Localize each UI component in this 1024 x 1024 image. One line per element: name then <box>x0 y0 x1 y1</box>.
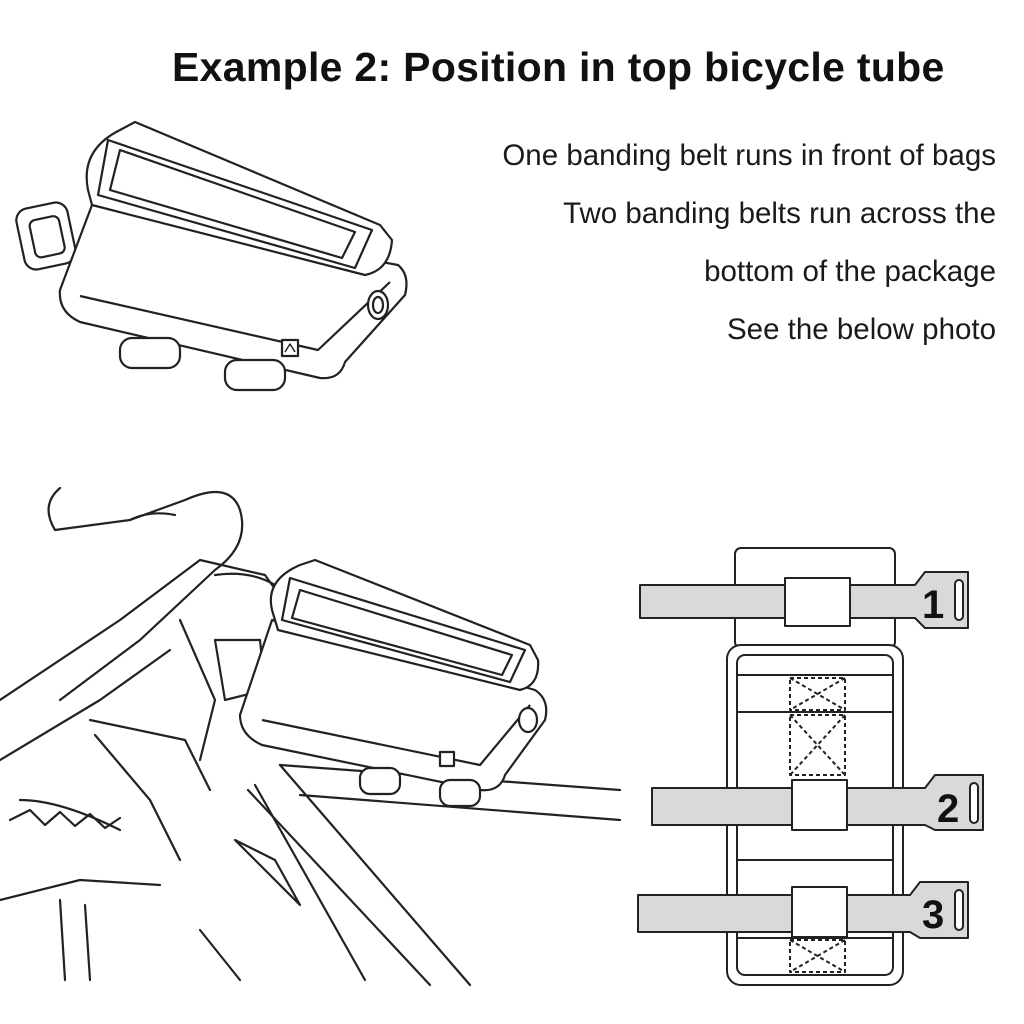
installed-bag-lid <box>269 558 540 692</box>
bag-bottom-view <box>726 644 904 986</box>
bag-lid <box>85 120 394 277</box>
description: One banding belt runs in front of bags T… <box>502 135 996 367</box>
bike-stem <box>213 638 267 702</box>
bike-top-tube <box>278 763 622 792</box>
bag-body <box>58 203 408 380</box>
installed-bag-body <box>238 618 548 792</box>
bag-handle-loop <box>15 201 77 271</box>
belt-1-buckle <box>784 577 851 627</box>
belt-number-2: 2 <box>937 787 959 831</box>
bag-logo <box>280 338 300 358</box>
bag-strap-right <box>223 358 287 392</box>
description-line-3: bottom of the package <box>704 255 996 288</box>
description-line-2: Two banding belts run across the <box>563 197 996 230</box>
bike-down-tube <box>278 763 472 987</box>
description-line-1: One banding belt runs in front of bags <box>502 139 996 172</box>
page-title: Example 2: Position in top bicycle tube <box>172 44 945 90</box>
belt-1 <box>639 571 969 629</box>
description-line-4: See the below photo <box>727 313 996 346</box>
belt-number-3: 3 <box>922 893 944 937</box>
handlebar <box>47 486 244 702</box>
bag-side-port <box>366 289 390 321</box>
belt-2 <box>651 774 984 831</box>
belt-3 <box>637 881 969 939</box>
bag-strap-left <box>118 336 182 370</box>
belt-number-1: 1 <box>922 583 944 627</box>
bag-top-view <box>734 547 896 649</box>
